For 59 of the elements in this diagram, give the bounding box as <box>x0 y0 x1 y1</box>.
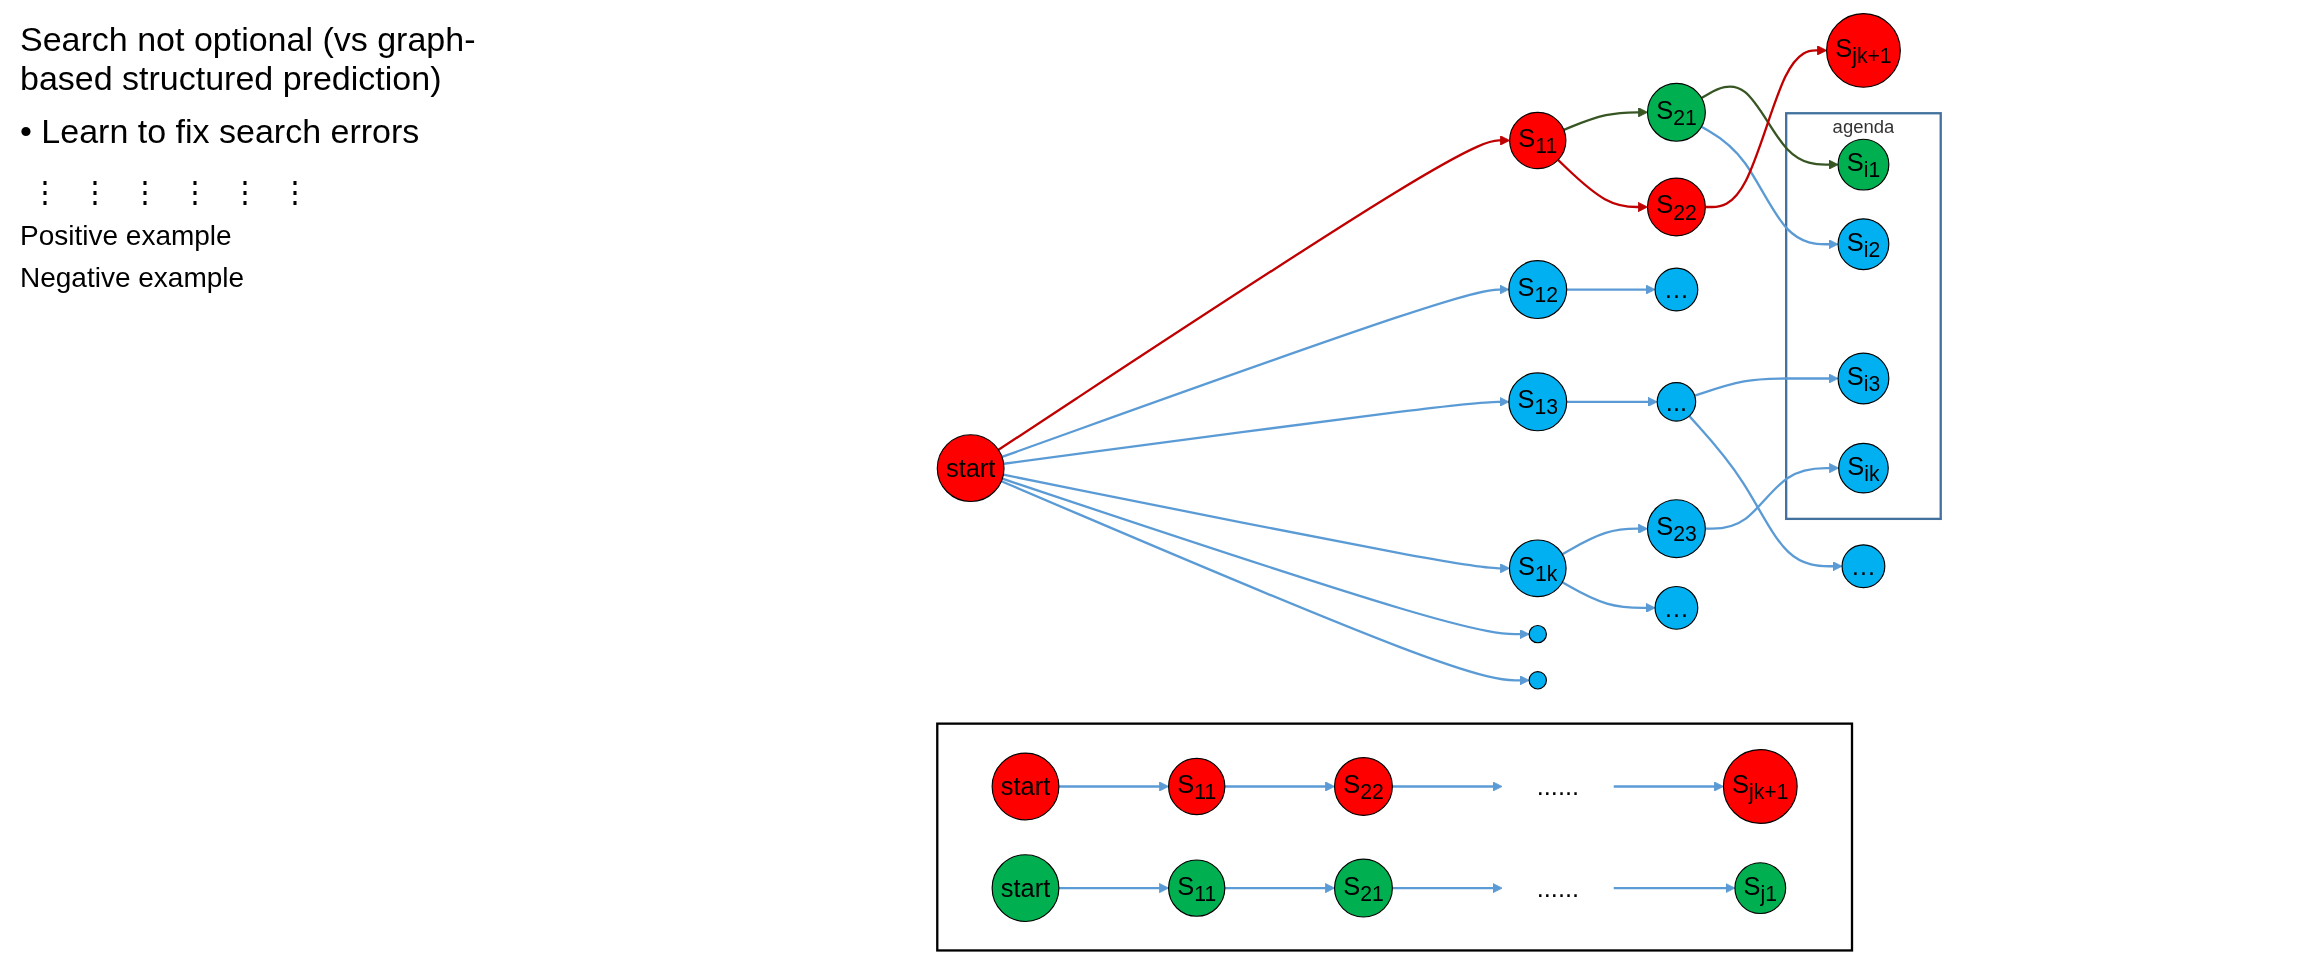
node-circle <box>1528 671 1547 690</box>
row-label: Positive example <box>20 220 233 252</box>
node-circle: S$_{jk+1}$ <box>1826 12 1901 88</box>
node-circle: S$_{jk+1}$ <box>1722 749 1798 824</box>
arrow <box>1392 781 1503 792</box>
node-circle: S$_{1k}$ <box>1508 539 1567 598</box>
arrow <box>1613 781 1724 792</box>
arrow <box>1613 883 1736 894</box>
node-circle: S$_{11}$ <box>1168 859 1226 917</box>
arrow <box>1694 373 1839 397</box>
arrow <box>1561 523 1648 556</box>
arrow <box>1003 473 1510 574</box>
node-text: ...... <box>1536 772 1580 801</box>
node-circle: S$_{12}$ <box>1508 260 1568 320</box>
node-circle <box>1528 624 1547 644</box>
node-circle: S$_{13}$ <box>1508 372 1568 432</box>
node-circle: S$_{21}$ <box>1646 82 1706 142</box>
node-circle: … <box>1654 267 1699 312</box>
node-circle: S$_{11}$ <box>1509 111 1567 170</box>
vertical-ellipsis: ⋮ <box>30 174 60 209</box>
arrow <box>1000 480 1530 686</box>
node-circle: S$_{23}$ <box>1646 499 1706 559</box>
arrow <box>1700 125 1839 250</box>
arrow <box>1001 477 1530 640</box>
node-circle: start <box>991 752 1060 821</box>
node-circle: S$_{22}$ <box>1646 177 1706 237</box>
node-circle: start <box>991 854 1060 923</box>
arrow <box>1224 883 1335 894</box>
vertical-ellipsis: ⋮ <box>280 174 310 209</box>
vertical-ellipsis: ⋮ <box>180 174 210 209</box>
arrow <box>1563 107 1648 131</box>
node-circle: S$_{11}$ <box>1168 757 1226 816</box>
arrow <box>1561 581 1656 613</box>
vertical-ellipsis: ⋮ <box>230 174 260 209</box>
node-circle: S$_{22}$ <box>1333 757 1393 816</box>
node-circle: … <box>1654 585 1699 630</box>
arrow <box>1566 396 1658 407</box>
node-circle: S$_{ik}$ <box>1838 442 1889 494</box>
node-circle: … <box>1841 544 1886 589</box>
node-text: ...... <box>1536 873 1580 903</box>
node-circle: ... <box>1656 382 1697 422</box>
cluster <box>936 722 1854 952</box>
node-circle: S$_{i2}$ <box>1837 218 1890 271</box>
node-circle: S$_{j1}$ <box>1734 862 1787 915</box>
bullet-text: • Learn to fix search errors <box>20 112 421 151</box>
node-circle: S$_{21}$ <box>1333 858 1393 918</box>
bullet-text: Search not optional (vs graph-based structured prediction) <box>20 20 477 98</box>
node-circle: S$_{i3}$ <box>1837 352 1890 405</box>
arrow <box>1557 159 1648 213</box>
vertical-ellipsis: ⋮ <box>130 174 160 209</box>
arrow <box>1688 415 1843 572</box>
arrow <box>1566 284 1656 295</box>
arrow <box>1700 85 1839 170</box>
arrow <box>1224 781 1335 792</box>
row-label: Negative example <box>20 262 246 294</box>
arrow <box>1392 883 1503 894</box>
node-circle: start <box>936 434 1005 503</box>
vertical-ellipsis: ⋮ <box>80 174 110 209</box>
node-circle: S$_{i1}$ <box>1837 138 1890 191</box>
